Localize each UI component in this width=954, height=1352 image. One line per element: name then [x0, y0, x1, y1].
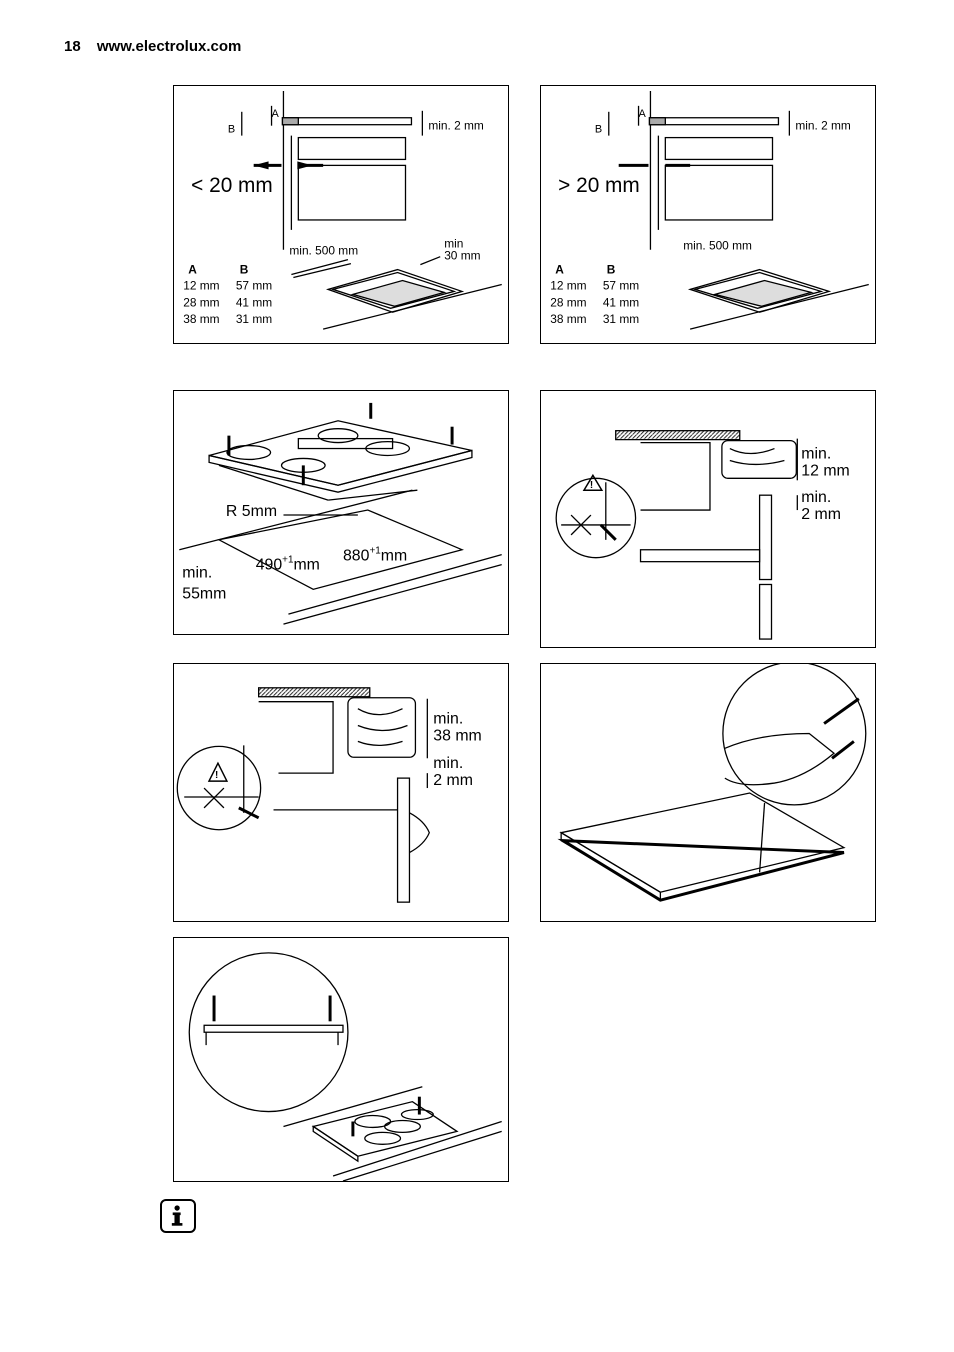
table-head-a: A: [555, 263, 564, 277]
panel-worktop-38mm: ! min. 38 mm min. 2 mm: [173, 663, 509, 922]
top-min-value: 38 mm: [433, 727, 481, 744]
diagram-worktop-38mm: ! min. 38 mm min. 2 mm: [176, 687, 482, 903]
top-min-label: min.: [433, 711, 463, 728]
radius-label: R 5mm: [226, 503, 277, 520]
dim-label-a: A: [272, 108, 280, 120]
table-cell: 12 mm: [183, 278, 219, 292]
side-gap-label: < 20 mm: [191, 174, 273, 197]
table-cell: 12 mm: [550, 278, 586, 292]
gap-min-value: 2 mm: [433, 772, 473, 789]
table-cell: 31 mm: [236, 312, 272, 326]
side-gap-label: > 20 mm: [558, 174, 640, 197]
diagram-side-gap-small: A B min. 2 mm < 20 mm min. 500 mm min 30…: [183, 90, 502, 330]
length-dimension: 880+1mm: [343, 546, 407, 565]
panel-side-gap-large: A B min. 2 mm > 20 mm min. 500 mm A B 12…: [540, 85, 876, 344]
info-icon: [160, 1199, 196, 1233]
table-cell: 28 mm: [550, 295, 586, 309]
warning-triangle-icon: [207, 761, 229, 782]
edge-min-label: min.: [182, 564, 212, 581]
table-cell: 41 mm: [603, 295, 639, 309]
table-head-b: B: [607, 263, 616, 277]
dim-label-a: A: [639, 108, 647, 120]
diagram-side-gap-large: A B min. 2 mm > 20 mm min. 500 mm A B 12…: [550, 90, 869, 330]
top-min-value: 12 mm: [801, 462, 849, 479]
diagram-cutout-dimensions: R 5mm 490+1mm 880+1mm min. 55mm: [179, 402, 502, 625]
gap-min-label: min.: [433, 755, 463, 772]
website-link[interactable]: www.electrolux.com: [96, 38, 242, 55]
warning-triangle-icon: [582, 473, 604, 491]
diagram-worktop-12mm: ! min. 12 mm min. 2 mm: [555, 430, 850, 640]
top-gap-label: min. 2 mm: [428, 119, 484, 133]
diagram-seal-application: [557, 664, 867, 902]
gap-min-label: min.: [801, 489, 831, 506]
panel-seal-application: [540, 663, 876, 922]
table-cell: 28 mm: [183, 295, 219, 309]
diagram-fixing-brackets: [188, 952, 502, 1181]
min-value: 30 mm: [444, 249, 480, 263]
table-cell: 57 mm: [236, 278, 272, 292]
table-cell: 38 mm: [183, 312, 219, 326]
panel-fixing-brackets: [173, 937, 509, 1182]
panel-cutout-dimensions: R 5mm 490+1mm 880+1mm min. 55mm: [173, 390, 509, 635]
dim-label-b: B: [228, 124, 235, 136]
edge-min-value: 55mm: [182, 585, 226, 602]
panel-worktop-12mm: ! min. 12 mm min. 2 mm: [540, 390, 876, 648]
warning-mark: !: [215, 770, 218, 781]
dim-label-b: B: [595, 124, 602, 136]
table-cell: 57 mm: [603, 278, 639, 292]
gap-min-value: 2 mm: [801, 506, 841, 523]
warning-mark: !: [590, 480, 593, 491]
table-cell: 41 mm: [236, 295, 272, 309]
top-min-label: min.: [801, 445, 831, 462]
table-head-b: B: [240, 263, 249, 277]
page-header: 18 www.electrolux.com: [64, 38, 241, 55]
min-label: min: [444, 237, 463, 251]
table-head-a: A: [188, 263, 197, 277]
page-number: 18: [64, 38, 81, 55]
depth-label: min. 500 mm: [289, 244, 358, 258]
panel-side-gap-small: A B min. 2 mm < 20 mm min. 500 mm min 30…: [173, 85, 509, 344]
table-cell: 31 mm: [603, 312, 639, 326]
top-gap-label: min. 2 mm: [795, 119, 851, 133]
depth-label: min. 500 mm: [683, 239, 752, 253]
width-dimension: 490+1mm: [256, 555, 320, 574]
table-cell: 38 mm: [550, 312, 586, 326]
